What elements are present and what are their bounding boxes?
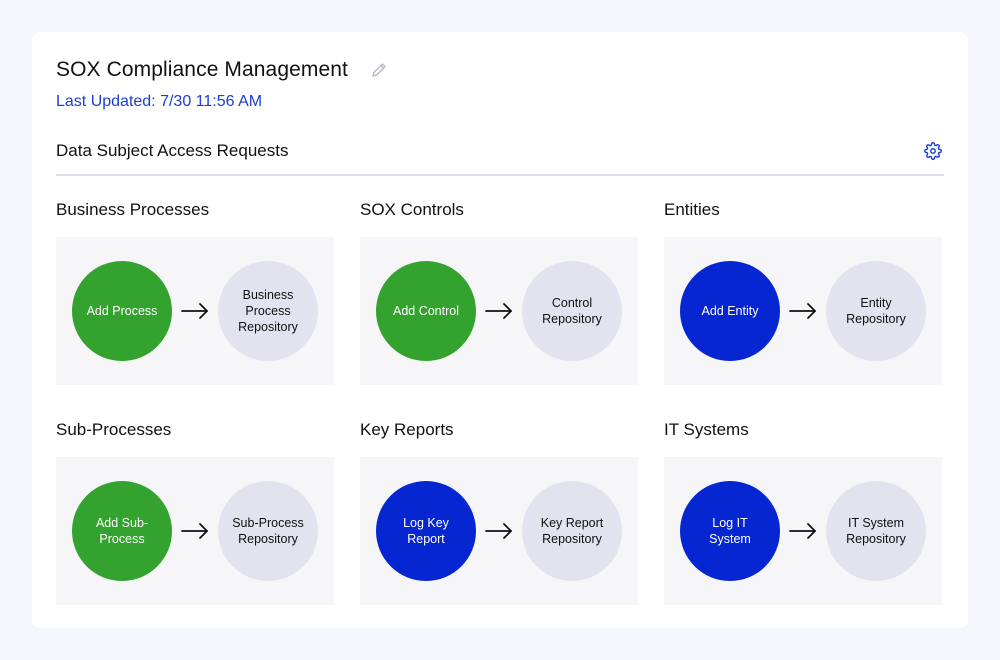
module-business-processes: Business Processes Add Process Business … — [56, 199, 334, 385]
action-label: Add Entity — [701, 304, 759, 318]
section-header: Data Subject Access Requests — [56, 141, 944, 161]
main-card: SOX Compliance Management Last Updated: … — [32, 32, 968, 628]
module-entities: Entities Add Entity Entity Repository — [664, 199, 942, 385]
module-title: SOX Controls — [360, 200, 464, 219]
action-label: Add Control — [392, 304, 459, 318]
module-title: Entities — [664, 200, 720, 219]
module-key-reports: Key Reports Log Key Report Key Report Re… — [360, 419, 638, 605]
section-title: Data Subject Access Requests — [56, 141, 289, 160]
module-it-systems: IT Systems Log IT System IT System Repos… — [664, 419, 942, 605]
action-label: Add Process — [86, 304, 158, 318]
repository-label: Sub-Process Repository — [232, 516, 304, 546]
workflow-panel: Log IT System IT System Repository — [664, 457, 942, 605]
repository-label: Entity Repository — [846, 296, 906, 326]
title-row: SOX Compliance Management — [56, 58, 388, 82]
control-repository-button[interactable]: Control Repository — [522, 261, 622, 361]
log-key-report-button[interactable]: Log Key Report — [376, 481, 476, 581]
arrow-right-icon — [181, 303, 208, 319]
arrow-right-icon — [789, 303, 816, 319]
repository-label: Control Repository — [542, 296, 602, 326]
module-sox-controls: SOX Controls Add Control Control Reposit… — [360, 199, 638, 385]
page-title: SOX Compliance Management — [56, 58, 348, 81]
action-label: Log IT System — [709, 516, 751, 546]
repository-label: Business Process Repository — [238, 288, 298, 334]
arrow-right-icon — [485, 303, 512, 319]
workflow-panel: Add Sub-Process Sub-Process Repository — [56, 457, 334, 605]
it-system-repository-button[interactable]: IT System Repository — [826, 481, 926, 581]
workflow-panel: Log Key Report Key Report Repository — [360, 457, 638, 605]
add-entity-button[interactable]: Add Entity — [680, 261, 780, 361]
module-title: Business Processes — [56, 200, 210, 219]
key-report-repository-button[interactable]: Key Report Repository — [522, 481, 622, 581]
gear-icon[interactable] — [924, 142, 942, 160]
workflow-panel: Add Entity Entity Repository — [664, 237, 942, 385]
entity-repository-button[interactable]: Entity Repository — [826, 261, 926, 361]
module-title: Key Reports — [360, 420, 454, 439]
module-title: IT Systems — [664, 420, 749, 439]
module-title: Sub-Processes — [56, 420, 172, 439]
pencil-icon[interactable] — [370, 61, 388, 79]
action-label: Log Key Report — [403, 516, 449, 546]
add-control-button[interactable]: Add Control — [376, 261, 476, 361]
arrow-right-icon — [485, 523, 512, 539]
business-process-repository-button[interactable]: Business Process Repository — [218, 261, 318, 361]
arrow-right-icon — [181, 523, 208, 539]
last-updated-text: Last Updated: 7/30 11:56 AM — [56, 93, 263, 110]
add-process-button[interactable]: Add Process — [72, 261, 172, 361]
sub-process-repository-button[interactable]: Sub-Process Repository — [218, 481, 318, 581]
section-divider — [56, 174, 944, 176]
log-it-system-button[interactable]: Log IT System — [680, 481, 780, 581]
repository-label: IT System Repository — [846, 516, 906, 546]
add-sub-process-button[interactable]: Add Sub-Process — [72, 481, 172, 581]
workflow-panel: Add Process Business Process Repository — [56, 237, 334, 385]
action-label: Add Sub-Process — [95, 516, 149, 546]
arrow-right-icon — [789, 523, 816, 539]
module-sub-processes: Sub-Processes Add Sub-Process Sub-Proces… — [56, 419, 334, 605]
repository-label: Key Report Repository — [540, 516, 604, 546]
workflow-panel: Add Control Control Repository — [360, 237, 638, 385]
